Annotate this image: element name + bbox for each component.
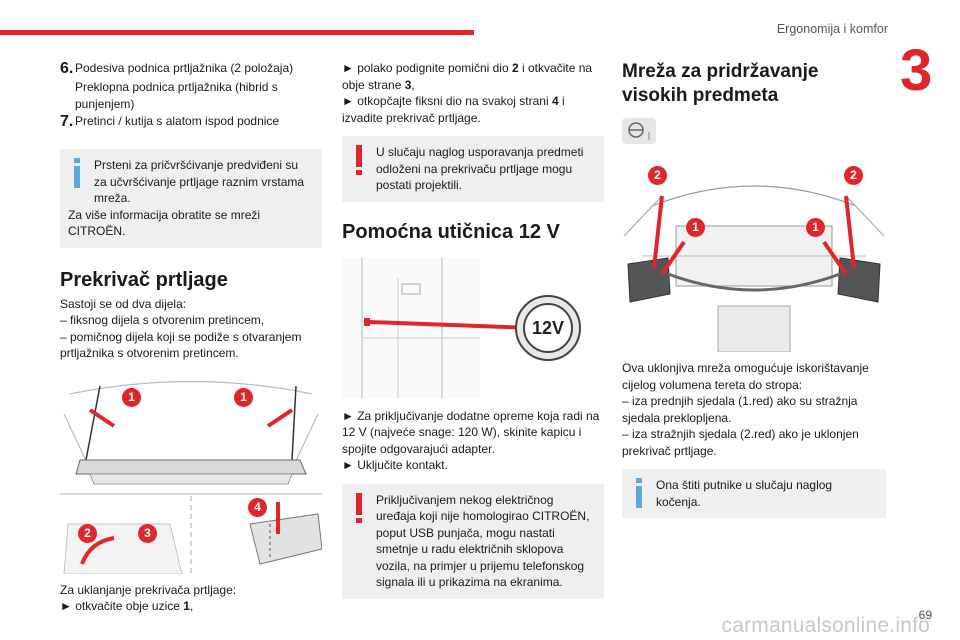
socket-drawing [342,257,581,398]
section-title-line-1: Mreža za pridržavanje [622,61,819,82]
dash-item: – fiksnog dijela s otvorenim pretincem, [60,313,265,327]
column-left: 6. Podesiva podnica prtljažnika (2 polož… [60,60,323,615]
step-3: ► otkopčajte fiksni dio na svakoj strani… [342,94,565,125]
remove-title: Za uklanjanje prekrivača prtljage: [60,582,237,597]
info-box: Prsteni za pričvršćivanje predviđeni su … [60,149,322,248]
callout-badge: 1 [234,387,253,407]
warning-icon [356,492,362,523]
info-text: Ona štiti putnike u slučaju naglog kočen… [656,478,833,509]
socket-instruction: ► Za priključivanje dodatne opreme koja … [342,408,600,456]
info-icon [74,158,80,188]
warning-box: U slučaju naglog usporavanja predmeti od… [342,136,604,202]
column-middle: ► polako podignite pomični dio 2 i otkva… [342,60,604,599]
warning-box: Priključivanjem nekog električnog uređaj… [342,483,604,599]
list-item: 6. Podesiva podnica prtljažnika (2 polož… [60,60,294,77]
socket-illustration: 12V [342,257,604,398]
dash-item: – iza stražnjih sjedala (2.red) ako je u… [622,427,859,458]
callout-badge: 1 [686,218,705,237]
chapter-number: 3 [900,38,933,103]
list-item: Preklopna podnica prtljažnika (hibrid s … [75,80,278,111]
warning-icon [356,145,362,175]
page-number: 69 [918,608,932,622]
watermark: carmanualsonline.info [721,614,930,637]
info-icon [636,478,642,508]
info-box: Ona štiti putnike u slučaju naglog kočen… [622,469,886,518]
warning-text: Priključivanjem nekog električnog uređaj… [376,492,590,590]
dash-item: – pomičnog dijela koji se podiže s otvar… [60,329,302,361]
net-drawing [623,185,885,353]
net-description: Ova uklonjiva mreža omogućuje iskorištav… [622,361,869,392]
socket-instruction: ► Uključite kontakt. [342,458,448,472]
step-2: ► polako podignite pomični dio 2 i otkva… [342,61,593,92]
callout-badge: 2 [844,166,863,185]
trunk-drawing [60,380,323,574]
header-accent-bar [0,30,474,35]
dash-item: – iza prednjih sjedala (1.red) ako su st… [622,394,858,425]
callout-badge: 3 [138,523,157,543]
callout-badge: 2 [648,166,667,185]
callout-badge: 2 [78,523,97,543]
callout-badge: 1 [122,387,141,407]
callout-badge: 4 [248,497,267,517]
info-text-2: Za više informacija obratite se mreži CI… [68,207,261,239]
net-illustration: 2 2 1 1 [622,156,886,353]
section-title: Prekrivač prtljage [60,268,228,291]
socket-label: 12V [531,317,565,338]
section-title: Pomoćna utičnica 12 V [342,220,560,243]
callout-badge: 1 [806,218,825,237]
steering-wheel-icon [622,118,656,144]
info-text-1: Prsteni za pričvršćivanje predviđeni su … [94,158,305,205]
warning-text: U slučaju naglog usporavanja predmeti od… [376,145,584,192]
section-title-line-2: visokih predmeta [622,85,779,106]
list-item: 7. Pretinci / kutija s alatom ispod podn… [60,113,280,130]
column-right: Mreža za pridržavanje visokih predmeta 2… [622,60,886,518]
chapter-title: Ergonomija i komfor [776,22,888,36]
step-1: ► otkvačite obje uzice 1, [60,599,194,613]
intro-text: Sastoji se od dva dijela: [60,296,187,311]
luggage-cover-illustration: 1 1 2 3 4 [60,373,323,574]
